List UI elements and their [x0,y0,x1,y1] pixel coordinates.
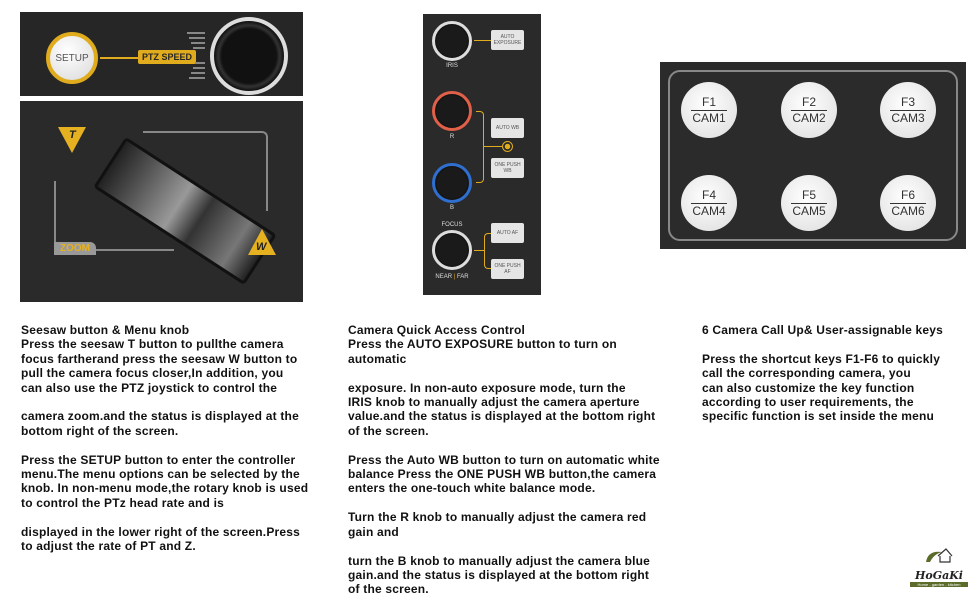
setup-button: SETUP [46,32,98,84]
logo-tagline: Home - garden - kitchen [910,582,968,587]
ptz-speed-label: PTZ SPEED [138,50,197,64]
one-push-target-icon [502,141,513,152]
connector-line [474,250,484,251]
camera-control-description: Camera Quick Access Control Press the AU… [348,323,660,597]
key-f-label: F3 [900,94,915,109]
b-knob [432,163,472,203]
key-cam-label: CAM5 [792,203,826,218]
leaf-house-icon [926,548,953,563]
far-label: FAR [456,274,469,280]
t-label: T [69,129,76,141]
one-push-wb-button: ONE PUSH WB [491,158,524,178]
ptz-joystick-knob [210,17,288,95]
setup-panel-image: SETUP PTZ SPEED [20,12,303,96]
auto-exposure-button: AUTO EXPOSURE [491,30,524,50]
auto-wb-button: AUTO WB [491,118,524,138]
bracket-line [484,233,491,269]
t-arrow-icon [58,127,86,153]
key-f-label: F6 [900,187,915,202]
focus-knob [432,230,472,270]
focus-label: FOCUS [441,222,463,228]
keypad-description: 6 Camera Call Up& User-assignable keys P… [702,323,944,424]
bracket-line [476,111,484,183]
zoom-label: ZOOM [54,242,96,255]
connector-line [484,146,502,147]
seesaw-description: Seesaw button & Menu knob Press the sees… [21,323,309,554]
key-cam-label: CAM1 [692,110,726,125]
one-push-af-button: ONE PUSH AF [491,259,524,279]
logo-name: HoGaKi [915,569,963,582]
b-label: B [449,205,454,211]
key-cam-label: CAM3 [891,110,925,125]
connector-line [474,40,491,41]
iris-label: IRIS [446,63,458,69]
bracket-line [54,181,174,251]
brand-logo: HoGaKi Home - garden - kitchen [910,546,968,587]
bracket-line [143,131,268,211]
key-cam-label: CAM6 [891,203,925,218]
w-label: W [256,241,267,253]
seesaw-panel-image: ZOOM T W [20,101,303,302]
camera-control-panel-image: IRIS AUTO EXPOSURE R AUTO WB ONE PUSH WB… [423,14,541,295]
key-f-label: F2 [801,94,816,109]
keypad-frame [668,70,958,241]
w-arrow-icon [248,229,276,255]
near-label: NEAR [435,274,453,280]
key-f-label: F1 [701,94,716,109]
iris-knob [432,21,472,61]
key-f-label: F4 [701,187,716,202]
key-f-label: F5 [801,187,816,202]
key-cam-label: CAM2 [792,110,826,125]
auto-af-button: AUTO AF [491,223,524,243]
connector-line [100,57,140,59]
near-far-label: NEAR | FAR [435,274,469,280]
r-knob [432,91,472,131]
key-cam-label: CAM4 [692,203,726,218]
speed-bars-icon [185,32,205,82]
setup-label: SETUP [55,52,89,64]
r-label: R [449,134,455,140]
